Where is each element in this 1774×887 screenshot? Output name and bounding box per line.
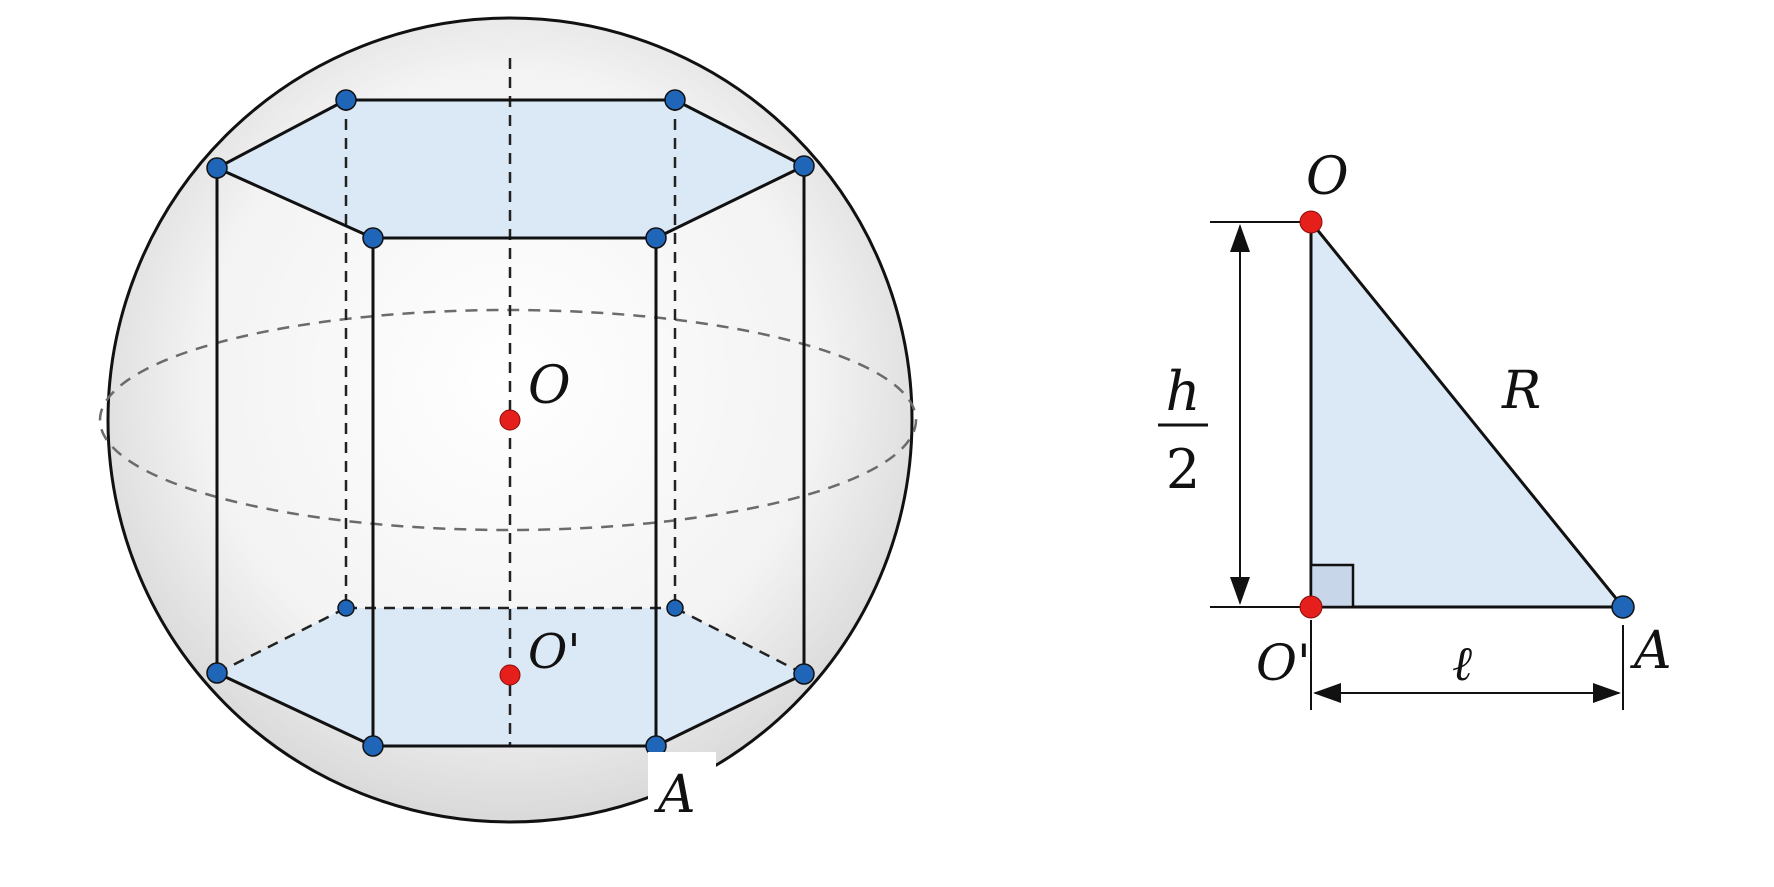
label-base-center: O' xyxy=(528,624,581,680)
vertex-dot xyxy=(335,89,357,111)
equator-ellipse xyxy=(98,308,918,532)
hidden-edge-bottom-right xyxy=(674,606,805,676)
label-sphere-center: O xyxy=(528,356,571,416)
bottom-front-edges xyxy=(216,671,805,748)
hidden-edge-bottom-left xyxy=(216,606,347,675)
vertex-dot xyxy=(664,89,686,111)
right-triangle xyxy=(1309,220,1625,609)
vertex-dot xyxy=(206,662,228,684)
vertex-dot xyxy=(362,227,384,249)
top-hexagon-face xyxy=(217,100,804,238)
label-vertex-a: A xyxy=(654,765,696,825)
triangle-top-dot xyxy=(1299,210,1323,234)
vertex-dot xyxy=(362,735,384,757)
label-base-length: ℓ xyxy=(1452,636,1472,692)
prism-vertices xyxy=(206,89,815,757)
sphere-center-dot xyxy=(499,409,521,431)
vertex-dot xyxy=(793,663,815,685)
triangle-vertex-a-dot xyxy=(1611,595,1635,619)
label-vertex-backdrop xyxy=(648,752,716,818)
label-height-denominator: 2 xyxy=(1166,438,1200,501)
sphere-figure: O O' A xyxy=(98,16,918,825)
label-triangle-top: O xyxy=(1306,147,1349,207)
label-height-numerator: h xyxy=(1166,360,1201,423)
base-center-dot xyxy=(499,664,521,686)
vertex-dot xyxy=(645,227,667,249)
triangle-right-angle-dot xyxy=(1299,595,1323,619)
label-hypotenuse: R xyxy=(1501,361,1541,421)
label-triangle-vertex-a: A xyxy=(1630,621,1672,681)
vertex-dot xyxy=(337,599,355,617)
vertex-dot xyxy=(206,157,228,179)
vertex-dot xyxy=(793,155,815,177)
vertex-dot xyxy=(666,599,684,617)
label-triangle-right-angle-vertex: O' xyxy=(1256,634,1311,692)
triangle-figure: O O' A R ℓ h 2 xyxy=(1158,147,1672,710)
